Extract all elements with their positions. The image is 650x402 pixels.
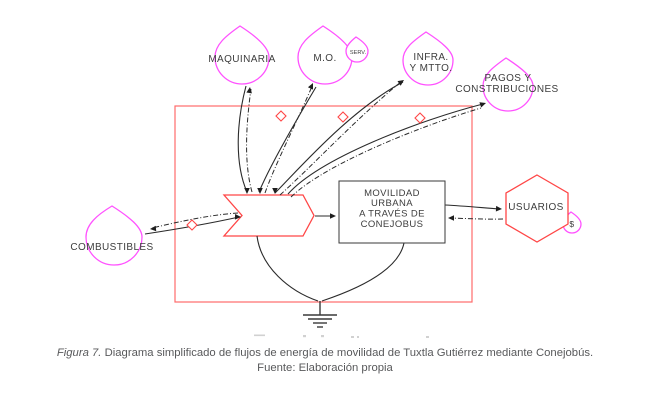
usuarios-hexagon <box>505 174 569 243</box>
interaction-arrow-shape <box>222 194 315 237</box>
arrowhead <box>244 188 250 194</box>
combustibles-source-shape <box>85 205 143 266</box>
arrowhead <box>448 215 454 221</box>
arrowhead <box>257 188 263 194</box>
process-box-label-line3: A TRAVÉS DE <box>359 209 425 220</box>
caption-description: Diagrama simplificado de flujos de energ… <box>101 347 594 359</box>
flow-mano-de-obra-to-interaction <box>258 86 317 193</box>
infraestructura-source-shape <box>402 31 454 86</box>
flow-maquinaria-to-interaction <box>237 85 248 193</box>
maquinaria-source-shape <box>214 25 270 85</box>
caption-line1: Figura 7. Diagrama simplificado de flujo… <box>0 346 650 361</box>
arrowhead <box>246 87 252 94</box>
money-flow-to-combustibles <box>151 212 239 229</box>
pagos-source-shape <box>482 57 534 112</box>
transaction-diamond <box>414 112 426 124</box>
process-box-label-line2: URBANA <box>371 198 413 209</box>
system-boundary-rectangle <box>174 105 473 303</box>
arrowhead <box>479 102 486 108</box>
transaction-diamond <box>186 219 198 231</box>
money-flow-usuarios-to-process-box <box>449 217 504 220</box>
arrowhead <box>272 188 278 194</box>
arrowhead <box>495 205 502 212</box>
maquinaria-label: MAQUINARIA <box>208 54 275 65</box>
flow-interaction-to-heat-sink <box>256 235 319 302</box>
servicios-label: SERV. <box>350 50 367 56</box>
flow-infraestructura-to-interaction <box>274 81 404 194</box>
dinero-label: $ <box>569 219 574 229</box>
arrowhead <box>307 83 314 90</box>
arrowhead <box>397 80 404 86</box>
flow-interaction-to-pagos <box>287 103 484 195</box>
money-flow-to-mano-de-obra <box>264 83 314 194</box>
usuarios-label: USUARIOS <box>508 202 563 213</box>
servicios-source-shape <box>345 36 369 63</box>
arrowhead <box>330 213 336 219</box>
money-flow-to-pagos <box>290 107 482 198</box>
process-box-label-line4: CONEJOBUS <box>361 219 424 230</box>
arrowhead <box>150 225 157 232</box>
flow-process-box-to-heat-sink <box>321 242 405 302</box>
mano-de-obra-label: M.O. <box>313 53 336 64</box>
caption-source: Fuente: Elaboración propia <box>257 362 393 374</box>
caption-figure-label: Figura 7. <box>56 347 102 359</box>
process-box-label-line1: MOVILIDAD <box>364 188 420 199</box>
transaction-diamond <box>275 110 287 122</box>
infraestructura-label-line1: INFRA. <box>413 52 448 63</box>
heat-sink-icon <box>303 301 337 328</box>
money-flow-to-infraestructura <box>279 80 403 196</box>
pagos-label-line2: CONSTRIBUCIONES <box>455 84 558 95</box>
figure-caption: Figura 7. Diagrama simplificado de flujo… <box>0 346 650 376</box>
money-flow-to-maquinaria <box>246 88 253 193</box>
combustibles-label: COMBUSTIBLES <box>70 242 153 253</box>
cropped-text-artifact <box>254 334 429 338</box>
infraestructura-label-line2: Y MTTO. <box>410 63 453 74</box>
process-box <box>338 180 446 244</box>
pagos-label-line1: PAGOS Y <box>485 73 532 84</box>
arrowhead <box>234 213 241 220</box>
transaction-diamond <box>337 111 349 123</box>
